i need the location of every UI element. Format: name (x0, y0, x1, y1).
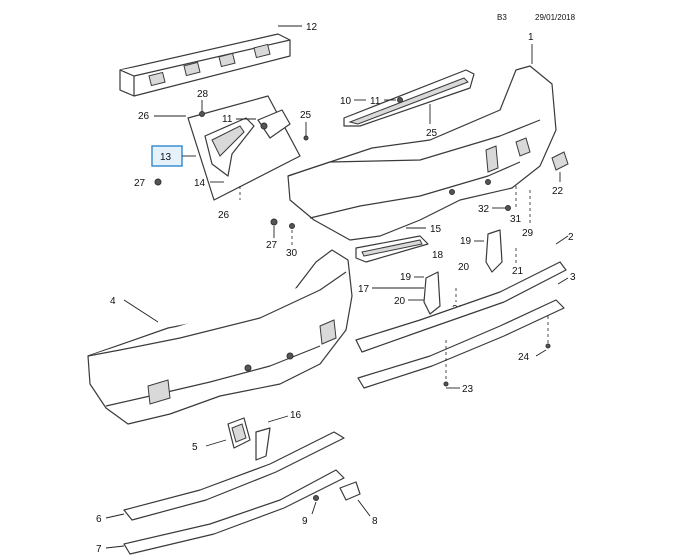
callout-23: 23 (462, 384, 474, 395)
callout-20-upper: 20 (458, 262, 470, 273)
callout-10: 10 (340, 96, 352, 107)
callout-1: 1 (528, 32, 534, 43)
callout-5: 5 (192, 442, 198, 453)
part-bracket-16 (255, 427, 271, 461)
callout-11-box: 11 (222, 114, 233, 125)
callout-26-lower: 26 (218, 210, 230, 221)
callout-22: 22 (552, 186, 564, 197)
callout-2: 2 (568, 232, 574, 243)
part-reflector-5 (227, 417, 251, 449)
callout-14: 14 (194, 178, 206, 189)
part-bumper-cover-lower (87, 249, 353, 425)
part-diffuser-7 (123, 469, 345, 555)
callout-27-left: 27 (134, 178, 146, 189)
part-diffuser-6 (123, 431, 345, 521)
callout-26-upper: 26 (138, 111, 150, 122)
callout-15: 15 (430, 224, 442, 235)
part-bumper-cover-upper (287, 65, 557, 241)
callout-7: 7 (96, 544, 102, 555)
callout-4: 4 (110, 296, 116, 307)
callout-12: 12 (306, 22, 318, 33)
callout-20-lower: 20 (394, 296, 406, 307)
callout-28: 28 (197, 89, 209, 100)
callout-27-mid: 27 (266, 240, 278, 251)
part-bracket-8 (339, 481, 361, 501)
callout-31: 31 (510, 214, 522, 225)
part-diffuser-strip (355, 235, 429, 263)
callout-30: 30 (286, 248, 298, 259)
callout-24: 24 (518, 352, 530, 363)
part-impact-absorber (119, 33, 291, 97)
callout-18: 18 (432, 250, 444, 261)
callout-17: 17 (358, 284, 370, 295)
part-bracket-group (187, 95, 301, 201)
diagram-date: 29/01/2018 (535, 13, 576, 22)
callout-21-upper: 21 (512, 266, 524, 277)
diagram-code: B3 (497, 13, 507, 22)
callout-13[interactable]: 13 (160, 152, 172, 163)
callout-19-lower: 19 (400, 272, 412, 283)
part-upper-strip (343, 69, 475, 127)
callout-25-top: 25 (426, 128, 438, 139)
callout-29: 29 (522, 228, 534, 239)
part-diffuser-3 (357, 299, 565, 389)
part-diffuser-2 (355, 261, 567, 353)
callout-9: 9 (302, 516, 308, 527)
callout-16: 16 (290, 410, 302, 421)
callout-25-box: 25 (300, 110, 312, 121)
callout-6: 6 (96, 514, 102, 525)
part-side-brackets (423, 229, 503, 315)
callout-8: 8 (372, 516, 378, 527)
callout-11-top: 11 (370, 96, 381, 107)
callout-3: 3 (570, 272, 576, 283)
callout-32: 32 (478, 204, 490, 215)
callout-19-upper: 19 (460, 236, 472, 247)
